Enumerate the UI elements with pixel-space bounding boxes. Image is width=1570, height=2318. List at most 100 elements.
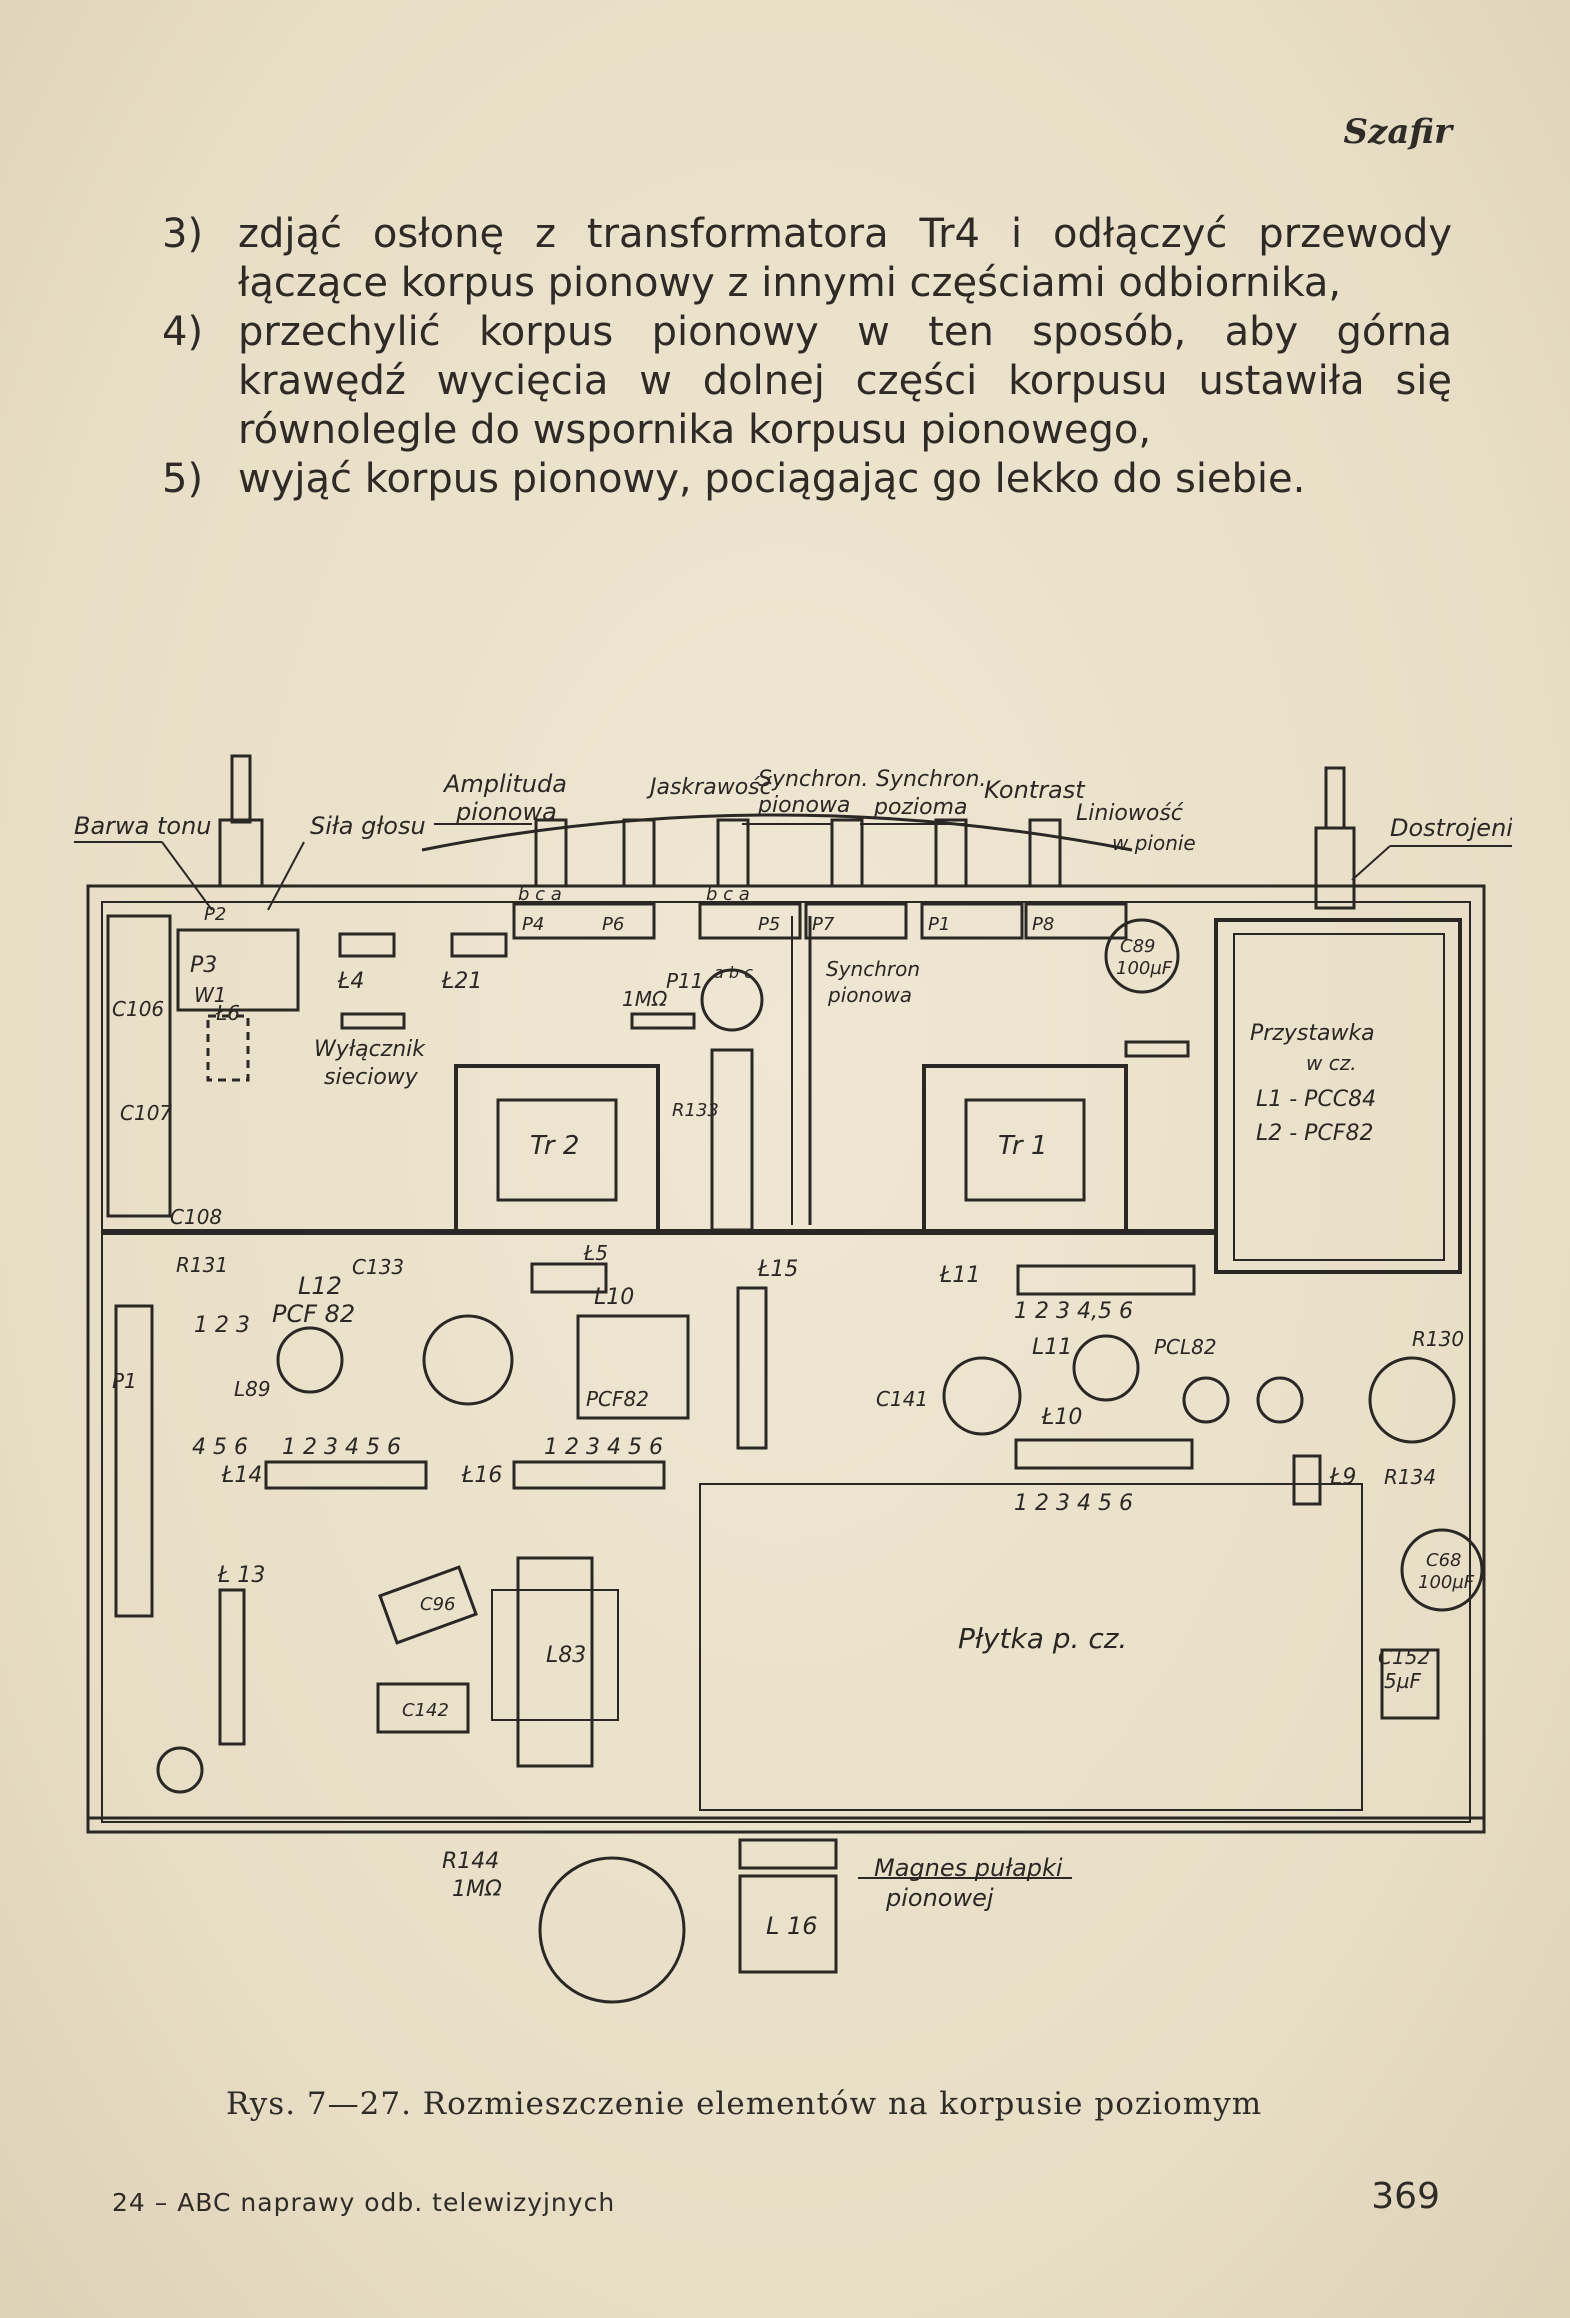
label-pins: 1 2 3 4,5 6 [1014,1299,1133,1324]
label-sieciowy: sieciowy [324,1065,419,1090]
label-pins: 1 2 3 4 5 6 [1014,1491,1133,1516]
fuse-holder [450,932,508,958]
label-jaskrawosc: Jaskrawość [646,775,773,800]
leader-line [267,841,305,911]
pot-knob [934,818,968,888]
socket [1182,1376,1230,1424]
label-c89-value: 100µF [1116,958,1173,979]
pot-housing [920,902,1024,940]
resistor-r130 [1368,1356,1456,1444]
connector-l11 [1016,1264,1196,1296]
label-kontrast: Kontrast [984,776,1086,804]
step-item: 4) przechylić korpus pionowy w ten sposó… [162,308,1452,455]
label-c68-value: 100µF [1418,1572,1475,1593]
pot-knob [830,818,864,888]
label-p8: P8 [1032,914,1054,935]
label-c152-value: 5µF [1384,1669,1421,1693]
label-l89: L89 [234,1377,271,1401]
label-w-cz: w cz. [1306,1051,1357,1075]
label-p1: P1 [112,1369,137,1393]
label-p2: P2 [204,904,226,925]
label-sila-glosu: Siła głosu [310,812,426,840]
label-synchron: Synchron. [876,767,986,792]
pot-body [218,818,264,888]
label-r130: R130 [1412,1327,1464,1351]
label-plytka: Płytka p. cz. [958,1622,1127,1655]
label-l10: Ł10 [1041,1405,1082,1430]
connector-l16 [512,1460,666,1490]
leader-line [161,841,213,911]
transformer-tr2-core [496,1098,618,1202]
label-liniowosc: Liniowość [1076,801,1184,826]
left-side-panel [114,1304,154,1618]
magnet-holder [738,1838,838,1870]
label-c68: C68 [1426,1550,1461,1571]
tuner-inner [1233,933,1445,1261]
step-item: 5) wyjąć korpus pionowy, pociągając go l… [162,455,1452,504]
chassis-outline [86,754,1486,2004]
transformer-tr1-core [964,1098,1086,1202]
tube-socket-l12 [276,1326,344,1394]
label-c142: C142 [402,1700,449,1721]
label-c96: C96 [420,1594,455,1615]
label-przystawka: Przystawka [1250,1021,1375,1046]
resistor [340,1012,406,1030]
label-pionowa: pionowa [757,793,850,818]
label-dostrojenie: Dostrojenie [1390,814,1512,842]
label-c107: C107 [120,1101,172,1125]
label-l6: Ł6 [215,1001,240,1025]
pot-shaft [230,754,252,824]
switch-block [176,928,300,1012]
label-pins: 1 2 3 4 5 6 [282,1435,401,1460]
step-number: 4) [162,309,204,355]
label-c133: C133 [352,1255,404,1279]
label-pozioma: pozioma [873,795,967,820]
connector-l10 [1014,1438,1194,1470]
tube-socket-l10 [576,1314,690,1420]
chassis-inner-frame [101,901,1471,1823]
label-p1: P1 [928,914,950,935]
step-item: 3) zdjąć osłonę z transformatora Tr4 i o… [162,210,1452,308]
label-bca: b c a [706,884,750,905]
label-l2-pcf82: L2 - PCF82 [1256,1121,1373,1146]
capacitor-c96 [378,1565,478,1645]
left-terminal-strip [106,914,172,1218]
capacitor-c68 [1400,1528,1484,1612]
label-p5: P5 [758,914,780,935]
label-tr2: Tr 2 [530,1131,579,1161]
label-r144: R144 [442,1849,499,1874]
label-pins: 1 2 3 4 5 6 [544,1435,663,1460]
step-text: przechylić korpus pionowy w ten sposób, … [238,309,1452,453]
chassis-frame [86,884,1486,1834]
label-l10: L10 [594,1285,634,1310]
label-magnes: Magnes pułapki [874,1854,1063,1882]
label-w1: W1 [194,983,227,1007]
label-c108: C108 [170,1205,222,1229]
tuner-body [1314,826,1356,910]
tube-socket-l11 [1072,1334,1140,1402]
label-amplituda: Amplituda [442,770,567,798]
label-l21: Ł21 [441,969,482,994]
coil-l83 [516,1556,594,1768]
pot-p11 [700,968,764,1032]
label-l16: Ł16 [461,1463,502,1488]
chassis-layout-figure: Barwa tonu Siła głosu Amplituda pionowa … [72,720,1512,2050]
label-p11: P11 [666,969,704,993]
transformer-tr1 [922,1064,1128,1234]
instruction-steps: 3) zdjąć osłonę z transformatora Tr4 i o… [162,210,1452,504]
label-pcf82: PCF 82 [272,1300,355,1328]
label-l11: L11 [1032,1335,1072,1360]
step-number: 5) [162,456,204,502]
label-l12: L12 [298,1272,342,1300]
pot-knob [1028,818,1062,888]
connector-l13 [218,1588,246,1746]
tuner-shaft [1324,766,1346,830]
pot-r144 [538,1856,686,2004]
transformer-tr2 [454,1064,660,1234]
label-c141: C141 [876,1387,928,1411]
resistor [630,1012,696,1030]
leader-lines [74,823,1512,1879]
label-l9: Ł9 [1329,1465,1356,1490]
resistor-r133 [710,1048,754,1232]
coil-l83-frame [491,1589,619,1721]
